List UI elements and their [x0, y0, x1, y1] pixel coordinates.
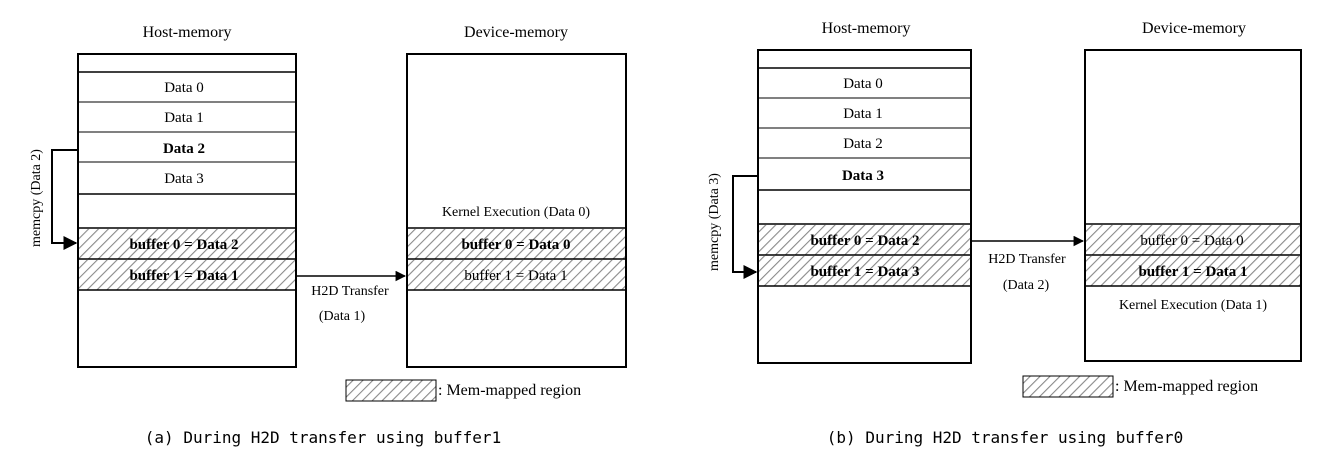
device-buffer1-label: buffer 1 = Data 1 — [464, 268, 567, 284]
host-memory-block: Data 0 Data 1 Data 2 Data 3 buffer 0 = D… — [757, 49, 972, 364]
host-buffer0-label: buffer 0 = Data 2 — [810, 233, 919, 249]
device-memory-title: Device-memory — [1142, 20, 1246, 37]
memcpy-label: memcpy (Data 3) — [707, 173, 722, 271]
host-buffer1-label: buffer 1 = Data 1 — [129, 268, 238, 284]
host-buffer1-label: buffer 1 = Data 3 — [810, 264, 919, 280]
host-buffer0-region — [79, 229, 295, 259]
host-row-data2: Data 2 — [843, 136, 883, 152]
device-buffer0-region — [408, 229, 625, 259]
host-memory-block: Data 0 Data 1 Data 2 Data 3 buffer 0 = D… — [77, 53, 297, 368]
h2d-transfer-data: (Data 1) — [319, 309, 366, 324]
host-row-data3: Data 3 — [164, 171, 204, 187]
device-memory-block: Kernel Execution (Data 0) buffer 0 = Dat… — [406, 53, 627, 368]
legend-swatch — [345, 379, 437, 402]
memcpy-arrow — [51, 149, 78, 250]
device-memory-block: buffer 0 = Data 0 buffer 1 = Data 1 Kern… — [1084, 49, 1302, 362]
host-row-data3: Data 3 — [842, 168, 884, 184]
device-buffer1-region — [408, 260, 625, 290]
host-memory-title: Host-memory — [822, 20, 911, 37]
h2d-transfer-label: H2D Transfer — [311, 284, 389, 299]
device-buffer0-label: buffer 0 = Data 0 — [461, 237, 570, 253]
h2d-transfer-data: (Data 2) — [1003, 278, 1050, 293]
device-buffer0-region — [1086, 225, 1300, 255]
caption-b: (b) During H2D transfer using buffer0 — [827, 428, 1183, 447]
host-buffer1-region — [759, 256, 970, 286]
legend-label: : Mem-mapped region — [1115, 378, 1258, 395]
host-buffer0-region — [759, 225, 970, 255]
host-row-data1: Data 1 — [164, 110, 204, 126]
kernel-execution-label: Kernel Execution (Data 0) — [442, 205, 590, 220]
device-buffer0-label: buffer 0 = Data 0 — [1140, 233, 1243, 249]
h2d-transfer-label: H2D Transfer — [988, 252, 1066, 267]
host-row-data1: Data 1 — [843, 106, 883, 122]
host-row-data2: Data 2 — [163, 141, 205, 157]
kernel-execution-label: Kernel Execution (Data 1) — [1119, 298, 1267, 313]
device-buffer1-label: buffer 1 = Data 1 — [1138, 264, 1247, 280]
host-buffer0-label: buffer 0 = Data 2 — [129, 237, 238, 253]
host-row-data0: Data 0 — [164, 80, 204, 96]
host-memory-title: Host-memory — [143, 24, 232, 41]
caption-a: (a) During H2D transfer using buffer1 — [145, 428, 501, 447]
device-buffer1-region — [1086, 256, 1300, 286]
legend-label: : Mem-mapped region — [438, 382, 581, 399]
panel-b: Host-memory Device-memory Data 0 Data 1 … — [707, 20, 1302, 447]
legend-swatch — [1022, 375, 1114, 398]
host-row-data0: Data 0 — [843, 76, 883, 92]
memcpy-arrow — [732, 175, 758, 279]
host-buffer1-region — [79, 260, 295, 290]
memcpy-label: memcpy (Data 2) — [29, 149, 44, 247]
panel-a: Host-memory Device-memory Data 0 Data 1 … — [29, 24, 627, 447]
device-memory-title: Device-memory — [464, 24, 568, 41]
